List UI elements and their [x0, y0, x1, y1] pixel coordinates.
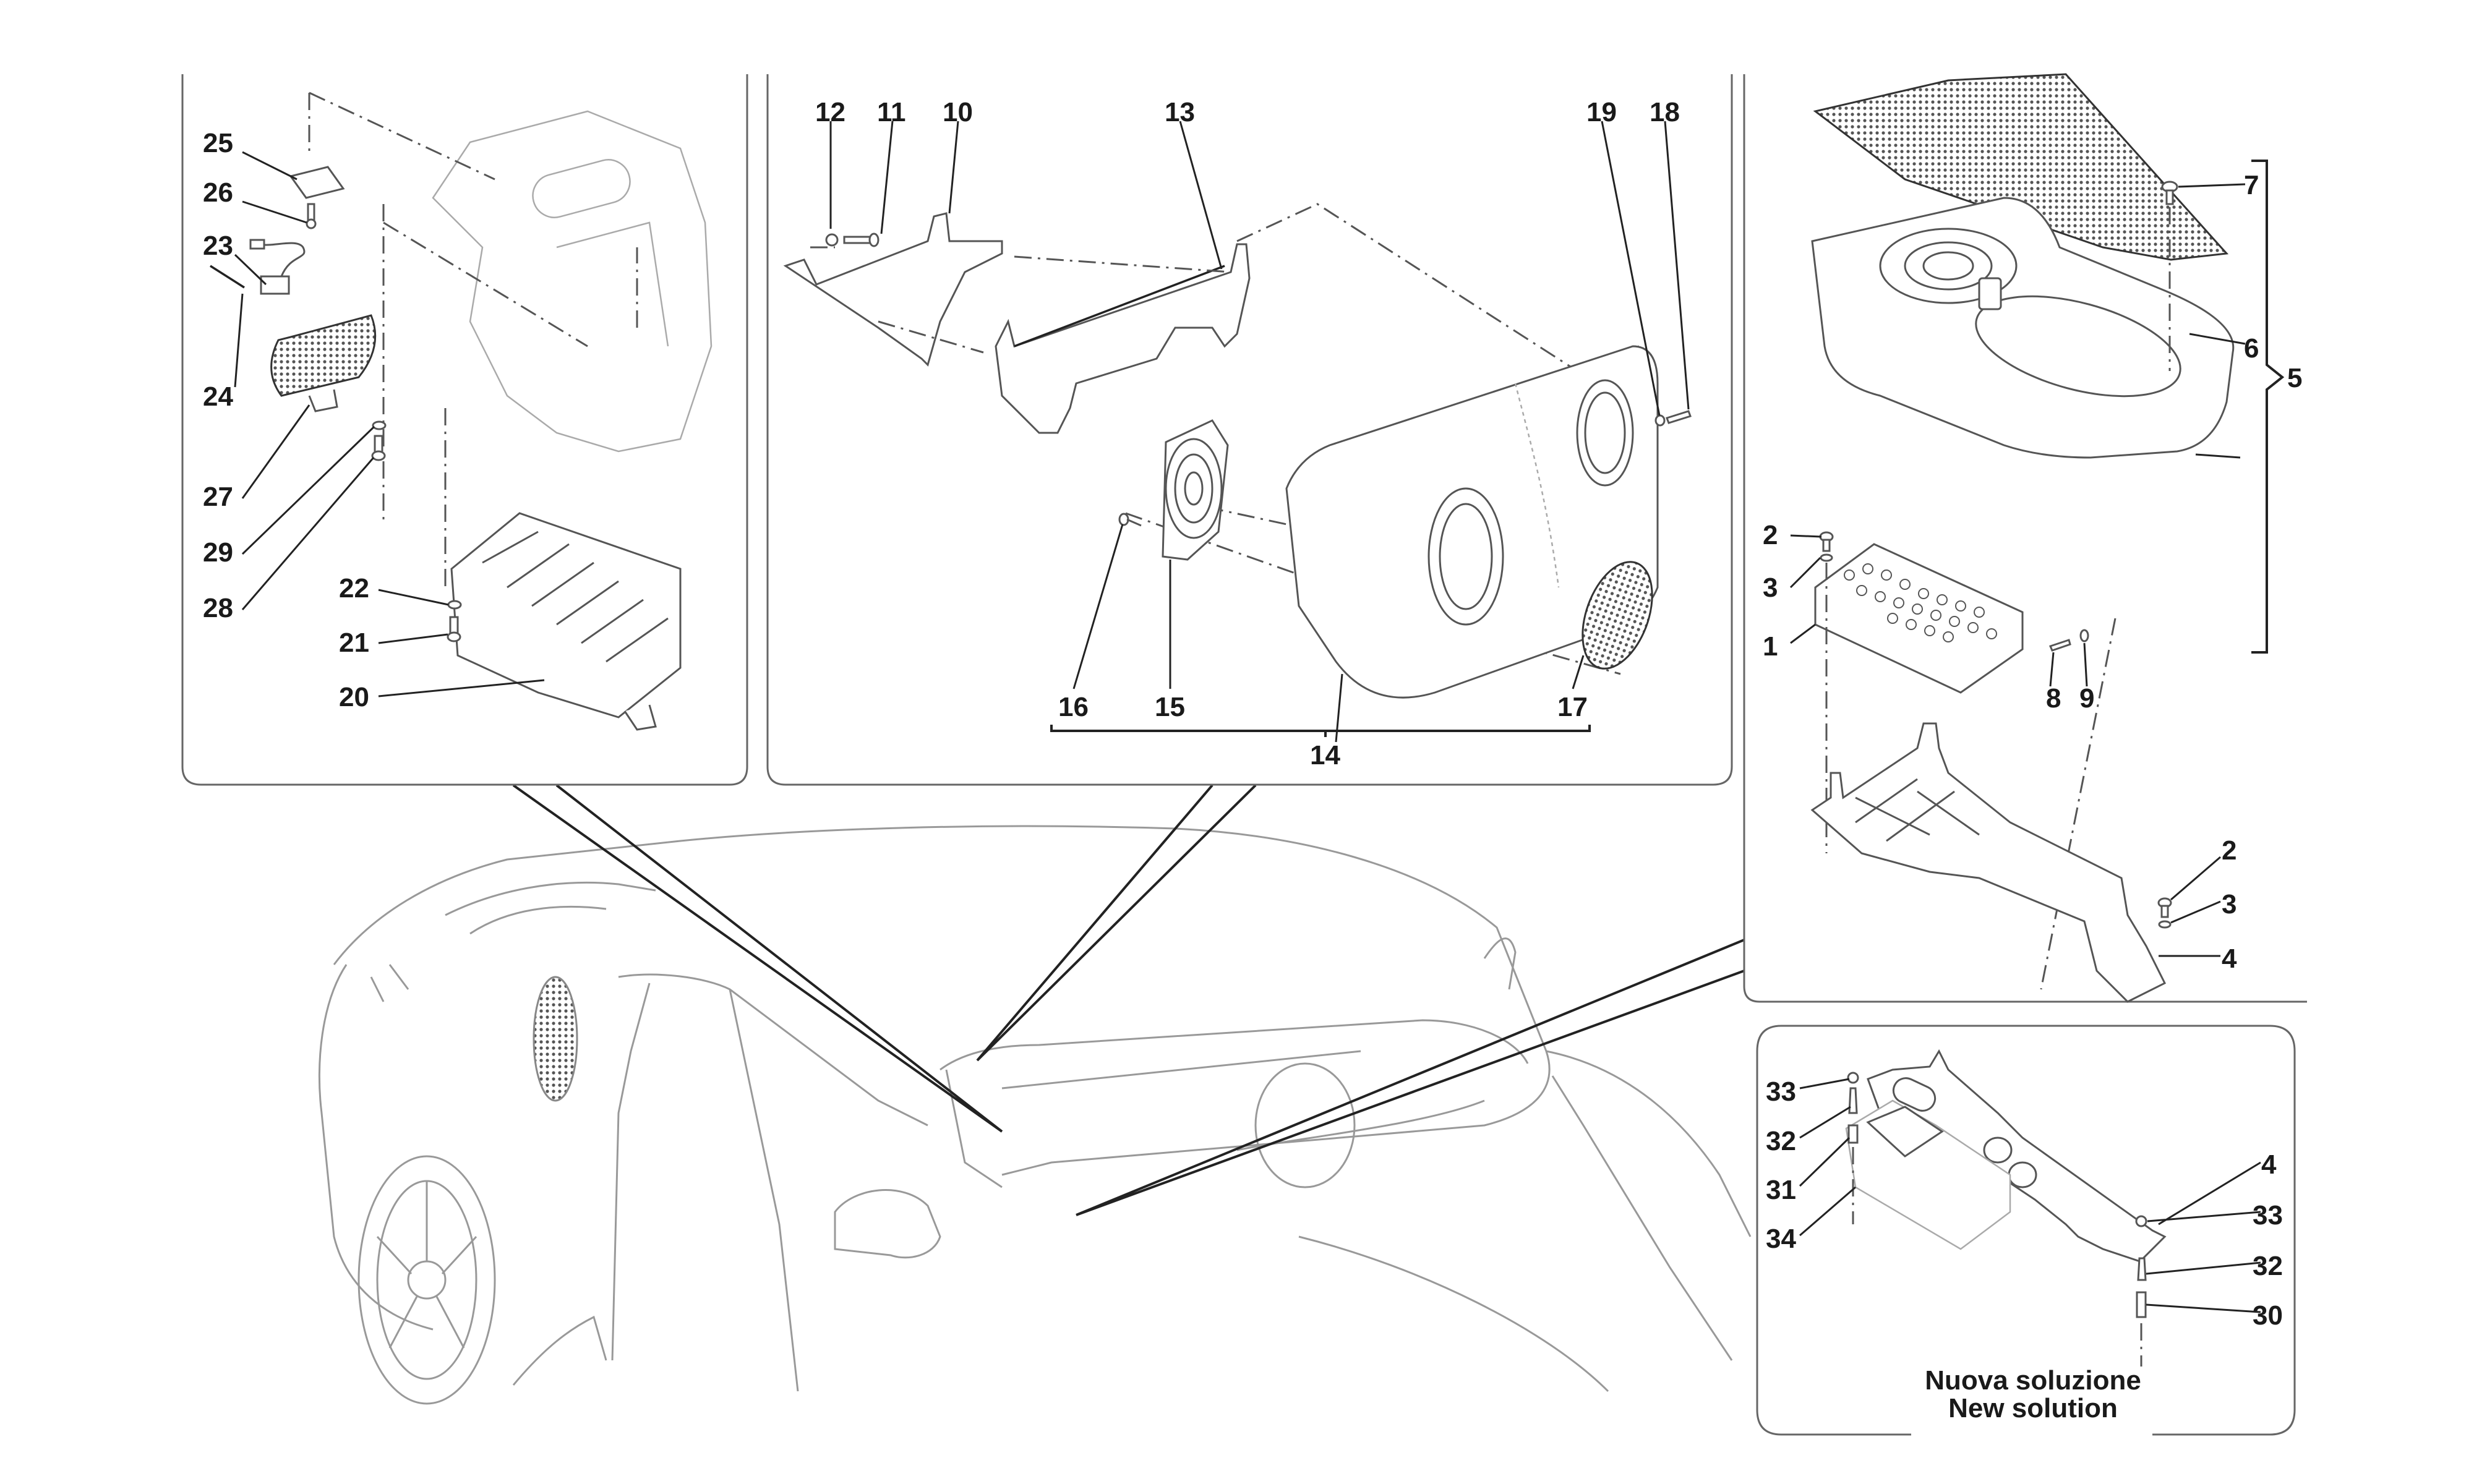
- callout-30: 30: [2253, 1300, 2283, 1331]
- part-17-grille: [1582, 561, 1653, 670]
- callout-29: 29: [203, 537, 233, 568]
- caption-italian: Nuova soluzione: [1925, 1365, 2141, 1396]
- callout-8: 8: [2046, 683, 2061, 714]
- callout-28: 28: [203, 593, 233, 623]
- callout-23: 23: [203, 231, 233, 261]
- callout-33-right: 33: [2253, 1200, 2283, 1230]
- callout-24: 24: [203, 382, 233, 412]
- callout-13: 13: [1165, 97, 1195, 127]
- console-panel: 7 6 5 2 3 1 8 9 2 3 4: [1763, 73, 2302, 1003]
- callout-25: 25: [203, 128, 233, 158]
- callout-32-left: 32: [1766, 1126, 1796, 1156]
- callout-20: 20: [339, 682, 369, 712]
- callout-17: 17: [1557, 692, 1588, 722]
- part-19-washer: [1654, 414, 1666, 427]
- part-10-bracket: [783, 212, 1003, 367]
- callout-14: 14: [1310, 740, 1340, 770]
- caption-english: New solution: [1948, 1393, 2118, 1423]
- callout-27: 27: [203, 482, 233, 512]
- part-12-washer: [825, 233, 839, 247]
- part-20-amplifier: [450, 512, 682, 719]
- callout-12: 12: [815, 97, 845, 127]
- callout-26: 26: [203, 177, 233, 208]
- part-32-stud-right: [2137, 1257, 2147, 1281]
- part-9-washer: [2079, 629, 2089, 642]
- callout-1: 1: [1763, 631, 1778, 662]
- callout-4: 4: [2222, 944, 2237, 974]
- callout-5: 5: [2287, 363, 2302, 393]
- part-30-spacer: [2136, 1291, 2147, 1318]
- panel-pointers: [512, 784, 1745, 1216]
- part-22-washer: [447, 600, 462, 610]
- part-32-stud-left: [1848, 1087, 1858, 1114]
- part-3-washer-lower: [2158, 920, 2172, 929]
- callout-34: 34: [1766, 1224, 1796, 1254]
- part-16-screw: [1118, 513, 1129, 526]
- callout-31: 31: [1766, 1175, 1796, 1205]
- panel-borders: [181, 74, 2307, 1436]
- callout-11: 11: [877, 97, 906, 127]
- part-6-mesh-lid: [1813, 73, 2229, 261]
- callout-15: 15: [1155, 692, 1185, 722]
- callout-22: 22: [339, 573, 369, 603]
- part-25-bracket: [289, 166, 345, 199]
- callout-4-new: 4: [2261, 1149, 2277, 1180]
- part-11-screw: [843, 236, 873, 244]
- callout-2: 2: [1763, 520, 1778, 550]
- callout-3: 3: [1763, 573, 1778, 603]
- callout-21: 21: [339, 628, 369, 658]
- part-29-washer: [372, 420, 387, 430]
- callout-32-right: 32: [2253, 1251, 2283, 1281]
- callout-18: 18: [1650, 97, 1680, 127]
- part-33-nut-right: [2135, 1215, 2147, 1227]
- amplifier-cover: [432, 110, 713, 453]
- callout-33-left: 33: [1766, 1077, 1796, 1107]
- part-18-screw: [1666, 410, 1692, 424]
- part-1-module: [1814, 543, 2024, 694]
- part-24-rivet: [210, 265, 245, 289]
- speaker-panel: 12 11 10 13 19 18 16 15 17 14: [783, 97, 1692, 770]
- callout-2-lower: 2: [2222, 835, 2236, 866]
- callout-6: 6: [2244, 333, 2259, 364]
- part-23-sensor: [260, 275, 290, 295]
- part-33-nut-left: [1847, 1072, 1859, 1084]
- callout-9: 9: [2079, 683, 2094, 714]
- callout-10: 10: [943, 97, 973, 127]
- callout-3-lower: 3: [2222, 889, 2236, 919]
- part-3-washer-upper: [1820, 553, 1833, 562]
- callout-7: 7: [2244, 170, 2259, 200]
- part-31-spacer: [1847, 1124, 1859, 1144]
- new-solution-panel: 33 32 31 34 4 33 32 30 Nuova soluzione N…: [1766, 1049, 2283, 1423]
- part-27-mesh-filter: [270, 314, 377, 397]
- callout-16: 16: [1058, 692, 1089, 722]
- part-13-bracket: [995, 243, 1251, 434]
- amplifier-panel: 25 26 23 24 27 29 28 22 21 20: [203, 92, 713, 731]
- callout-19: 19: [1586, 97, 1617, 127]
- car-illustration: [318, 825, 1752, 1405]
- part-4-support-bracket: [1810, 722, 2167, 1003]
- part-8-screw: [2048, 639, 2071, 652]
